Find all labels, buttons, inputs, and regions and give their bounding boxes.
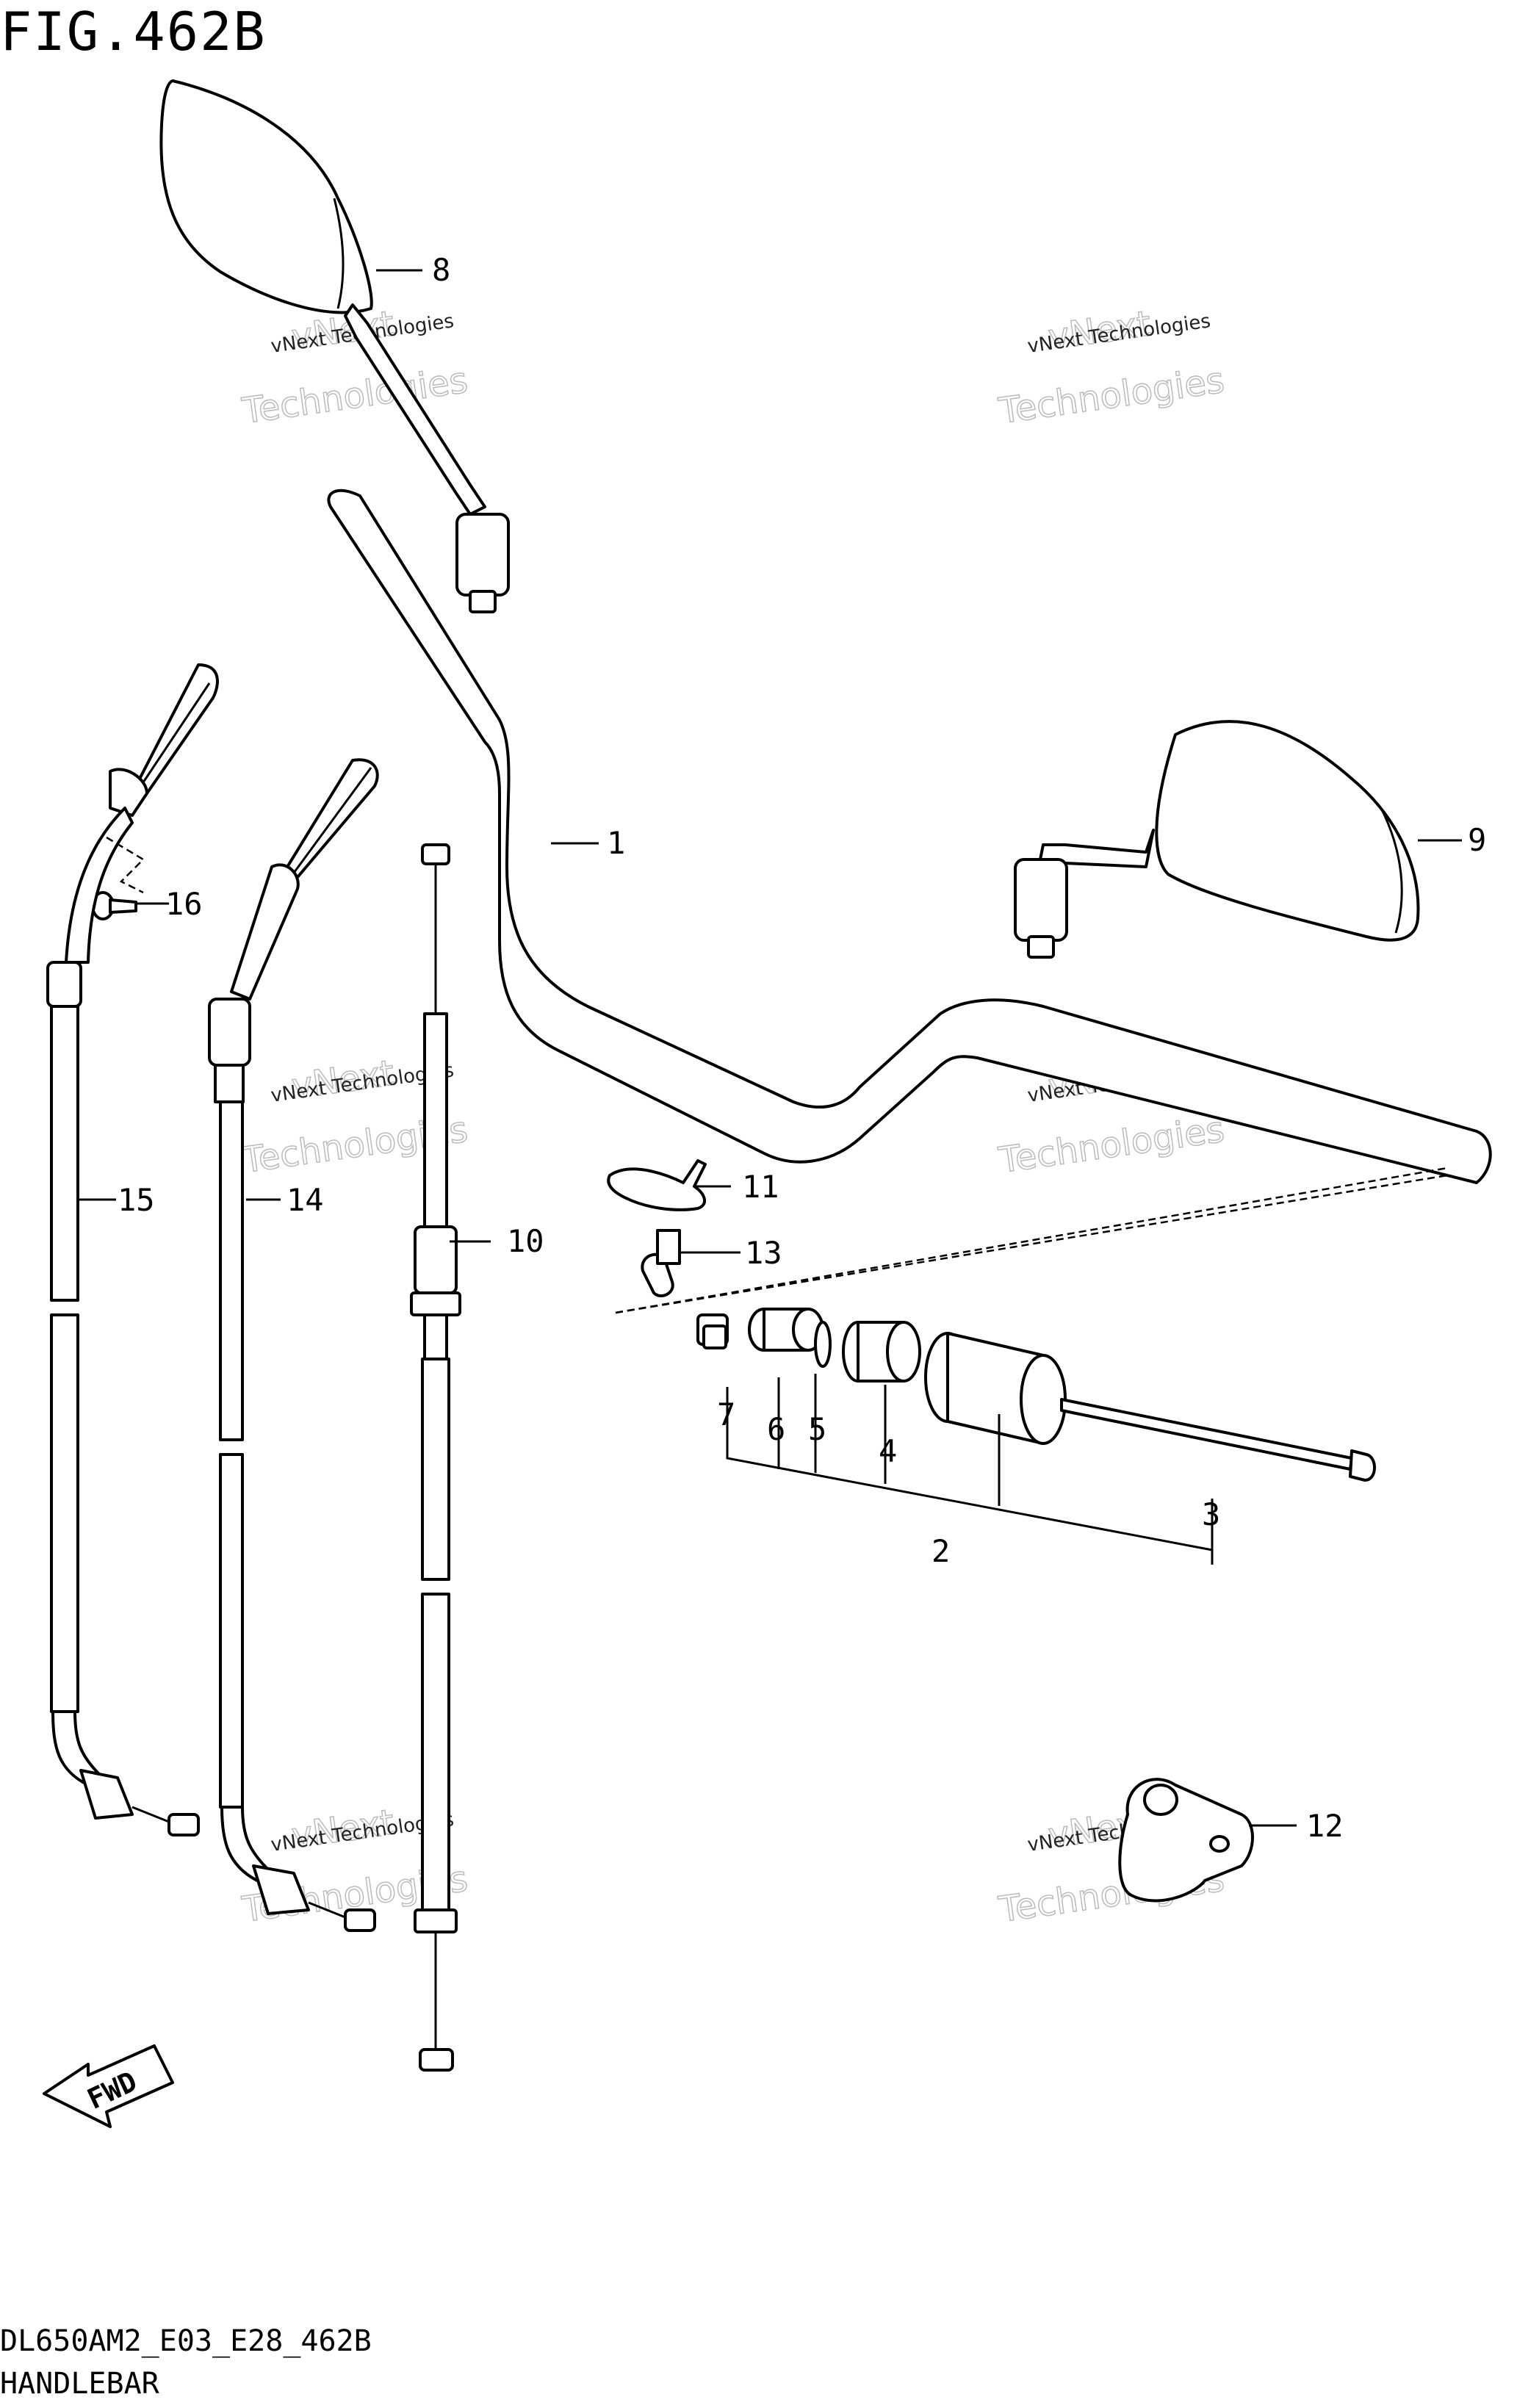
- part-10-cable[interactable]: [410, 843, 461, 2072]
- callout-7: 7: [717, 1396, 735, 1432]
- callout-labels: 1 2 3 4 5 6 7 8 9 10 11 12 13 14 15 16: [118, 252, 1486, 1844]
- callout-8: 8: [432, 252, 450, 288]
- part-14-cable[interactable]: [208, 758, 379, 1932]
- part-11-clip[interactable]: [607, 1159, 707, 1211]
- callout-5: 5: [808, 1411, 826, 1447]
- callout-4: 4: [879, 1433, 897, 1469]
- part-7-nut: [696, 1313, 729, 1349]
- callout-9: 9: [1468, 822, 1486, 858]
- callout-3: 3: [1202, 1496, 1220, 1532]
- callout-6: 6: [767, 1411, 785, 1447]
- bar-end-assembly[interactable]: [615, 1167, 1448, 1565]
- part-1-handlebar[interactable]: [327, 489, 1492, 1184]
- part-2-weight: [924, 1332, 1067, 1445]
- callout-16: 16: [165, 886, 203, 922]
- part-8-left-mirror[interactable]: [159, 79, 510, 613]
- callout-1: 1: [607, 825, 625, 861]
- part-6-collar: [748, 1308, 824, 1352]
- callout-2: 2: [932, 1533, 950, 1569]
- watermark-big: Technologies: [996, 360, 1227, 433]
- figure-name: HANDLEBAR: [0, 2367, 159, 2401]
- part-12-bracket[interactable]: [1118, 1778, 1254, 1903]
- figure-code: DL650AM2_E03_E28_462B: [0, 2324, 372, 2358]
- callout-15: 15: [118, 1182, 155, 1218]
- part-5-washer: [814, 1321, 832, 1368]
- watermark-2: Technologies vNext vNext Technologies: [995, 303, 1228, 433]
- figure-title: FIG.462B: [0, 1, 267, 62]
- part-15-cable[interactable]: [46, 663, 219, 1836]
- callout-12: 12: [1306, 1808, 1344, 1844]
- part-13-bolt[interactable]: [641, 1229, 681, 1297]
- part-16-screw[interactable]: [91, 891, 137, 920]
- part-3-long-screw: [1060, 1398, 1376, 1482]
- callout-13: 13: [745, 1235, 782, 1271]
- watermark-big: Technologies: [239, 360, 470, 433]
- part-4-damper: [842, 1321, 921, 1383]
- watermark-big: Technologies: [996, 1109, 1227, 1182]
- fwd-arrow: FWD: [43, 2044, 174, 2128]
- callout-10: 10: [507, 1223, 544, 1259]
- leader-lines: [79, 269, 1462, 1827]
- callout-14: 14: [287, 1182, 324, 1218]
- callout-11: 11: [742, 1169, 779, 1205]
- part-9-right-mirror[interactable]: [1014, 720, 1420, 959]
